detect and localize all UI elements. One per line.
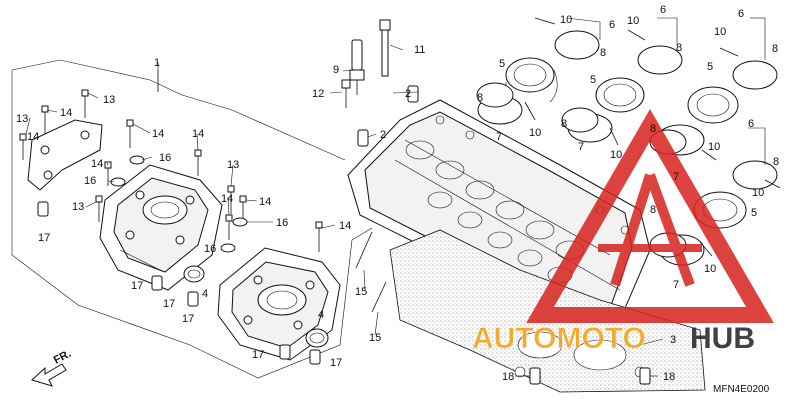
callout: 14 bbox=[221, 193, 233, 205]
callout: 7 bbox=[673, 279, 679, 291]
callout: 8 bbox=[772, 43, 778, 55]
cylinder-head-cover-upper bbox=[99, 164, 223, 291]
callout: 14 bbox=[60, 107, 72, 119]
callout: 8 bbox=[600, 47, 606, 59]
leader-lines bbox=[25, 17, 766, 377]
callout: 8 bbox=[773, 156, 779, 168]
callout: 10 bbox=[529, 127, 541, 139]
callout: 5 bbox=[590, 74, 596, 86]
stud-15-set bbox=[355, 231, 387, 313]
callout: 9 bbox=[333, 64, 339, 76]
direction-label: FR. bbox=[52, 348, 73, 367]
callout: 1 bbox=[154, 57, 160, 69]
callout: 18 bbox=[663, 371, 675, 383]
callout: 6 bbox=[660, 4, 666, 16]
callout: 14 bbox=[152, 128, 164, 140]
callout: 10 bbox=[714, 26, 726, 38]
callout: 10 bbox=[708, 141, 720, 153]
callout: 13 bbox=[72, 201, 84, 213]
callout: 15 bbox=[369, 332, 381, 344]
callout: 7 bbox=[578, 141, 584, 153]
callout: 11 bbox=[414, 44, 425, 56]
watermark-wordmark: AUTOMOTO HUB bbox=[472, 322, 755, 356]
callout: 17 bbox=[330, 357, 342, 369]
callout: 4 bbox=[202, 288, 208, 300]
callout: 13 bbox=[103, 94, 115, 106]
callout: 8 bbox=[650, 204, 656, 216]
callout: 5 bbox=[499, 58, 505, 70]
callout: 15 bbox=[355, 286, 367, 298]
callout: 5 bbox=[751, 207, 757, 219]
dowel-18-set bbox=[529, 367, 651, 385]
callout: 10 bbox=[560, 14, 572, 26]
watermark-logo bbox=[526, 109, 774, 323]
callout: 6 bbox=[738, 8, 744, 20]
grommet-set bbox=[37, 201, 321, 365]
callout: 2 bbox=[380, 129, 386, 141]
callout: 18 bbox=[502, 371, 514, 383]
watermark-brand-part2: HUB bbox=[690, 322, 755, 355]
front-direction-arrow: FR. bbox=[31, 348, 73, 387]
stud-bolt-long bbox=[379, 19, 391, 77]
callout: 16 bbox=[276, 217, 288, 229]
callout: 13 bbox=[16, 113, 28, 125]
callout: 14 bbox=[259, 196, 271, 208]
bolt-12 bbox=[341, 79, 351, 108]
callout: 13 bbox=[227, 159, 239, 171]
callout: 14 bbox=[339, 220, 351, 232]
callout: 7 bbox=[496, 131, 502, 143]
callout: 6 bbox=[609, 19, 615, 31]
callout: 8 bbox=[561, 118, 567, 130]
callout: 3 bbox=[670, 334, 676, 346]
callout: 16 bbox=[84, 175, 96, 187]
callout: 14 bbox=[27, 131, 39, 143]
callout: 10 bbox=[704, 263, 716, 275]
callout: 17 bbox=[38, 232, 50, 244]
callout: 12 bbox=[312, 88, 324, 100]
callout: 16 bbox=[159, 152, 171, 164]
callout: 4 bbox=[318, 309, 324, 321]
callout: 17 bbox=[252, 349, 264, 361]
watermark-brand-part1: AUTOMOTO bbox=[472, 322, 646, 355]
callout: 6 bbox=[748, 118, 754, 130]
callout: 17 bbox=[182, 313, 194, 325]
callout: 10 bbox=[752, 187, 764, 199]
o-ring-set bbox=[183, 265, 329, 348]
callout: 17 bbox=[131, 280, 143, 292]
callout: 16 bbox=[204, 243, 216, 255]
spark-plug bbox=[349, 39, 365, 95]
diagram-code: MFN4E0200 bbox=[713, 384, 770, 395]
callout: 14 bbox=[192, 128, 204, 140]
callout: 17 bbox=[163, 298, 175, 310]
callout: 8 bbox=[676, 42, 682, 54]
washer-set bbox=[110, 155, 248, 253]
breather-plate bbox=[27, 119, 103, 191]
callout: 8 bbox=[650, 123, 656, 135]
callout: 8 bbox=[477, 92, 483, 104]
callout: 2 bbox=[405, 88, 411, 100]
callout: 10 bbox=[610, 149, 622, 161]
callout: 10 bbox=[627, 15, 639, 27]
dowel-pins bbox=[357, 85, 419, 147]
callout: 14 bbox=[91, 158, 103, 170]
callout: 5 bbox=[707, 61, 713, 73]
callout-labels: 1 2 2 3 4 4 5 5 5 5 6 6 6 6 7 7 7 7 8 8 … bbox=[16, 4, 779, 383]
callout: 7 bbox=[673, 171, 679, 183]
